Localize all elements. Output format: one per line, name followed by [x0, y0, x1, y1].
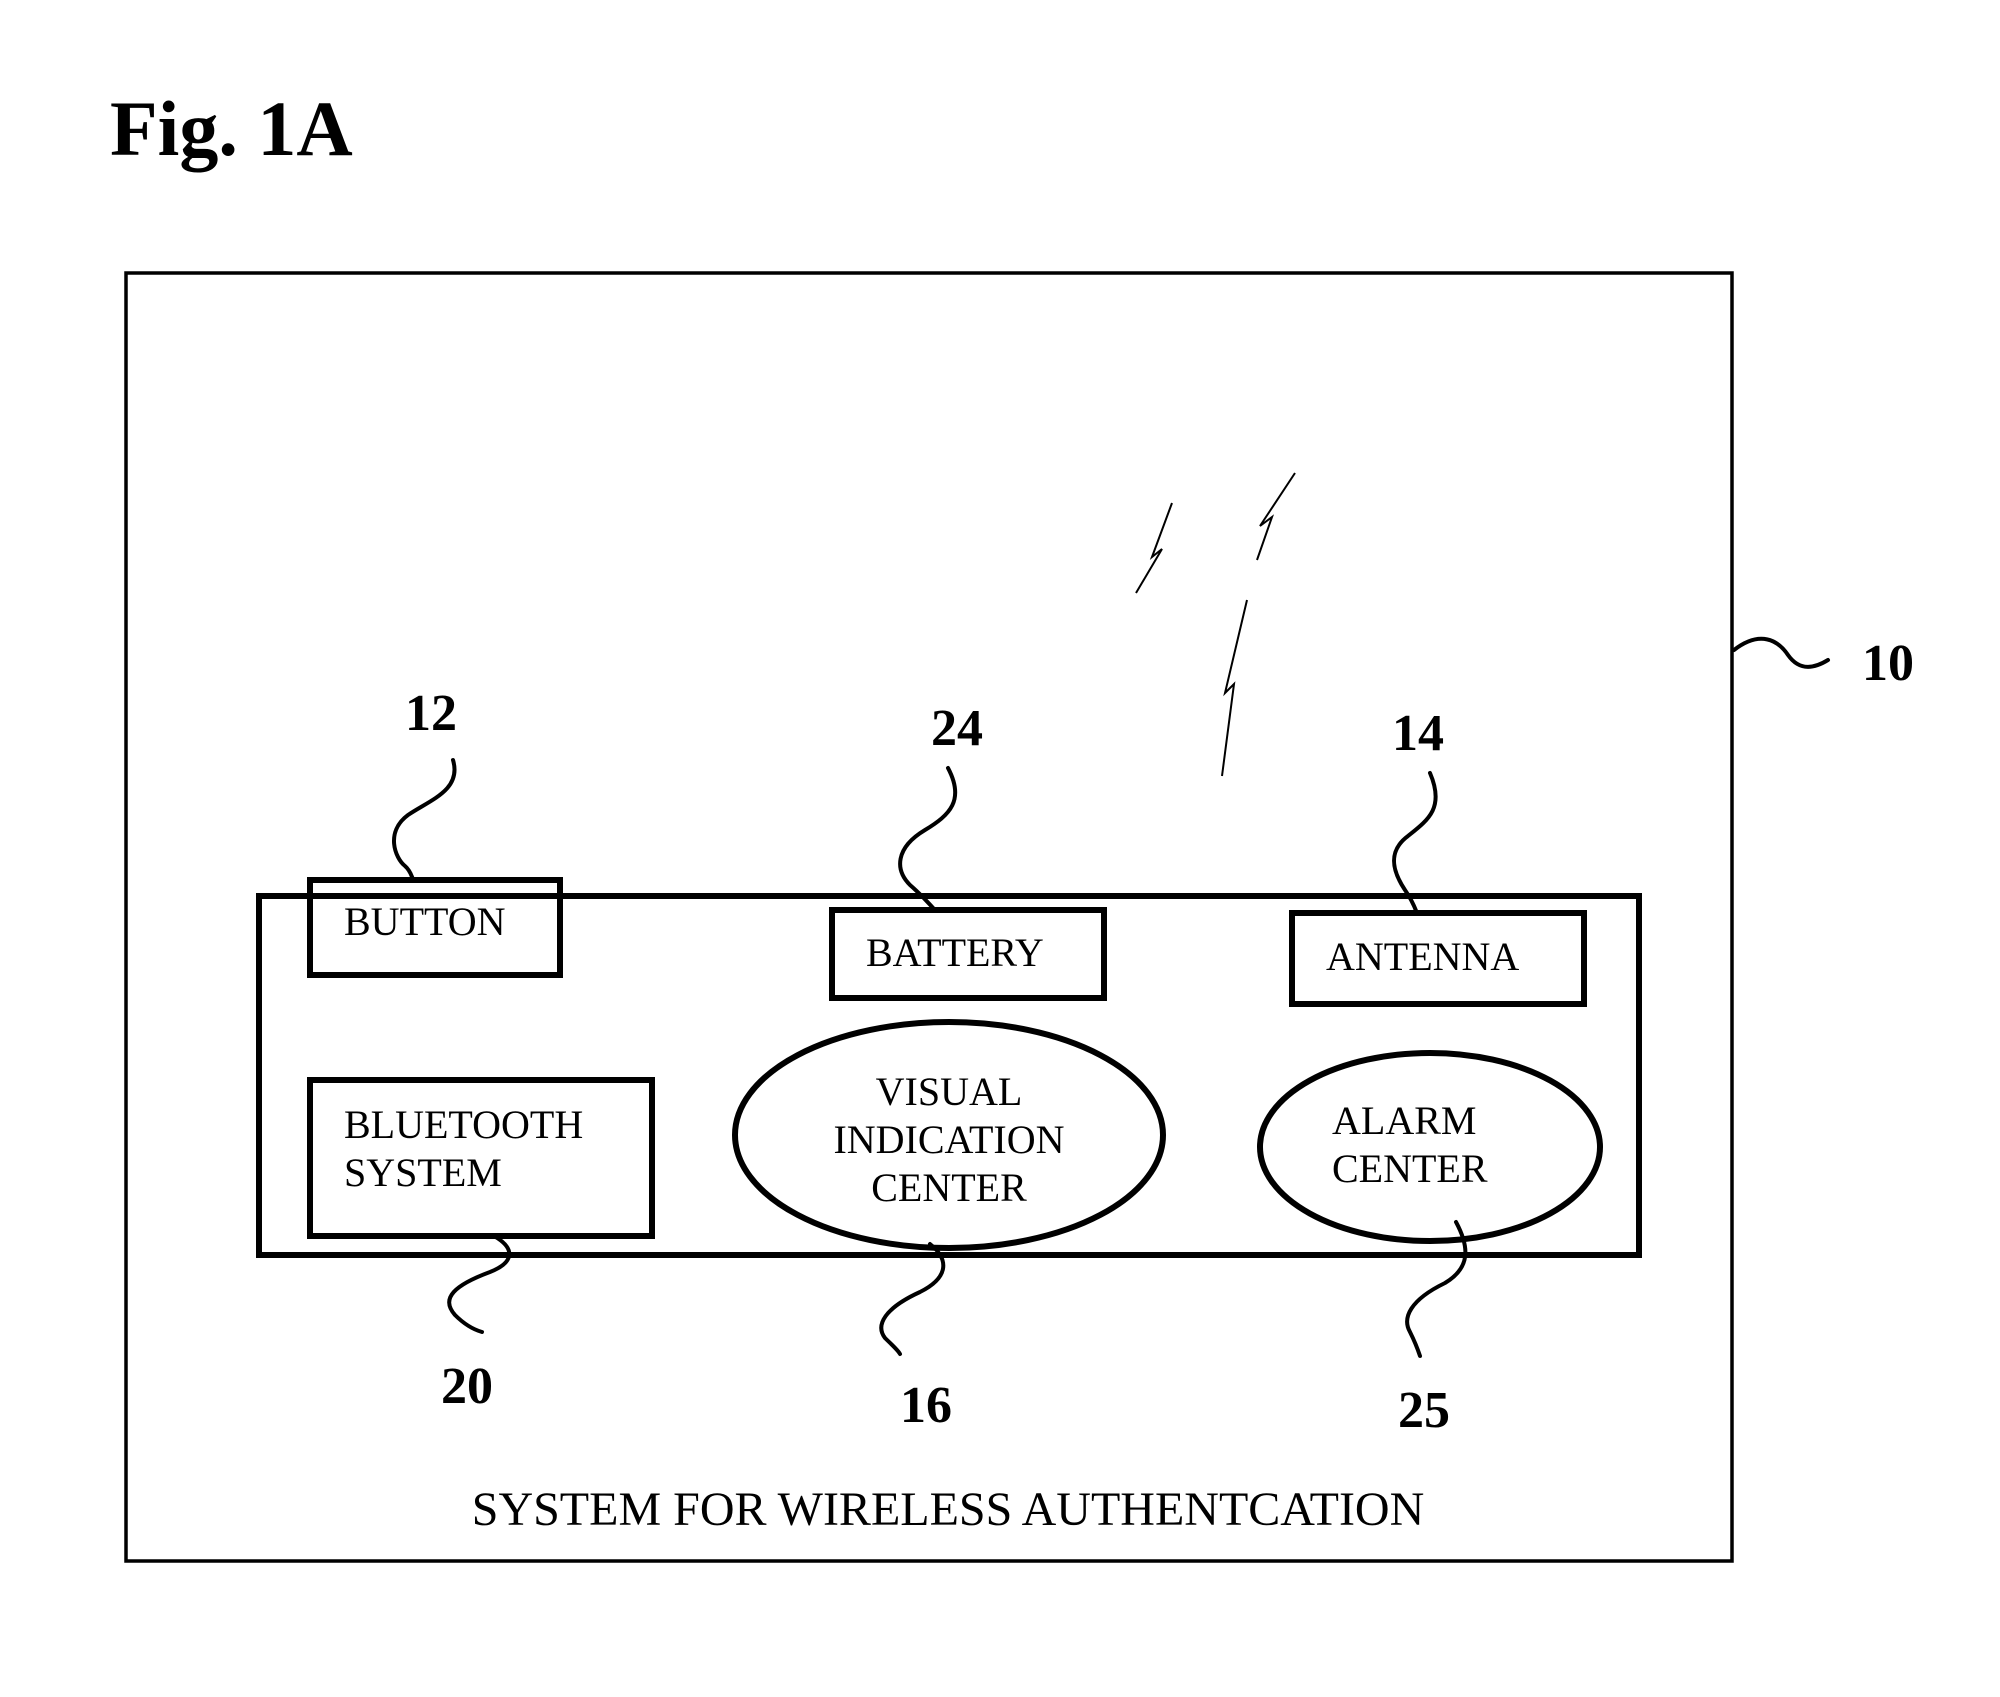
visual-ref-number: 16: [900, 1377, 952, 1434]
bluetooth-ref-number: 20: [441, 1358, 493, 1415]
antenna-leader-line: [1394, 773, 1436, 913]
figure-title: Fig. 1A: [110, 85, 353, 172]
button-label: BUTTON: [344, 899, 505, 944]
system-leader-line: [1734, 639, 1828, 667]
visual-leader-line: [881, 1244, 943, 1354]
button-leader-line: [394, 760, 455, 880]
battery-ref-number: 24: [931, 700, 983, 757]
antenna-ref-number: 14: [1392, 705, 1444, 762]
visual-label-line3: CENTER: [871, 1165, 1027, 1210]
alarm-ref-number: 25: [1398, 1382, 1450, 1439]
alarm-label-line2: CENTER: [1332, 1146, 1488, 1191]
bluetooth-leader-line: [449, 1236, 509, 1332]
signal-bolt-left-icon: [1136, 503, 1172, 593]
battery-label: BATTERY: [866, 930, 1044, 975]
antenna-label: ANTENNA: [1326, 934, 1519, 979]
system-caption: SYSTEM FOR WIRELESS AUTHENTCATION: [472, 1483, 1425, 1536]
signal-bolt-lower-icon: [1222, 600, 1247, 776]
visual-label-line2: INDICATION: [833, 1117, 1064, 1162]
button-ref-number: 12: [405, 685, 457, 742]
bluetooth-label-line2: SYSTEM: [344, 1150, 502, 1195]
battery-leader-line: [900, 768, 955, 910]
bluetooth-label-line1: BLUETOOTH: [344, 1102, 583, 1147]
visual-label-line1: VISUAL: [876, 1069, 1023, 1114]
alarm-label-line1: ALARM: [1332, 1098, 1476, 1143]
signal-bolt-right-icon: [1257, 473, 1295, 560]
system-ref-number: 10: [1862, 635, 1914, 692]
